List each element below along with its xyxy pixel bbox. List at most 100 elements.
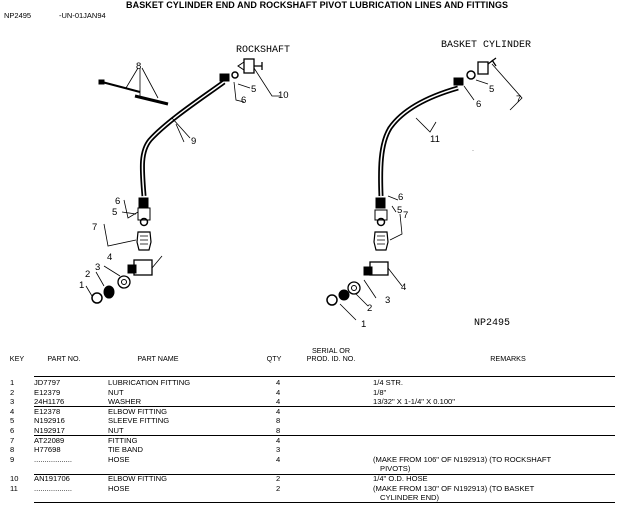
left-elbow-assembly-drawing xyxy=(85,255,163,304)
callout-3-left: 3 xyxy=(95,262,100,273)
left-hose-drawing xyxy=(139,79,226,197)
cell-part-name: ELBOW FITTING xyxy=(108,474,168,483)
cell-key: 1 xyxy=(10,378,15,387)
cell-part-name: NUT xyxy=(108,387,124,397)
cell-remarks-continued: PIVOTS) xyxy=(380,464,411,474)
cell-remarks: 1/8" xyxy=(373,387,387,397)
header-qty: QTY xyxy=(266,354,282,363)
callout-3-right: 3 xyxy=(385,295,390,306)
cell-part-no: H77698 xyxy=(34,445,61,455)
callout-5-left-top: 5 xyxy=(251,84,256,95)
stray-mark: · xyxy=(472,148,474,154)
right-hose-drawing xyxy=(378,85,459,197)
cell-part-name: TIE BAND xyxy=(108,445,144,455)
cell-qty: 4 xyxy=(276,378,281,387)
cell-key: 8 xyxy=(10,445,15,455)
header-remarks: REMARKS xyxy=(490,354,526,363)
cell-key: 5 xyxy=(10,416,15,426)
cell-part-no: N192917 xyxy=(34,426,65,435)
tie-band-drawing xyxy=(98,67,169,106)
right-lower-fittings-drawing xyxy=(373,195,403,251)
callout-7-left: 7 xyxy=(92,222,97,233)
cell-part-name: HOSE xyxy=(108,483,130,493)
callout-6-left-bottom: 6 xyxy=(115,196,120,207)
cell-part-no: E12378 xyxy=(34,406,61,416)
cell-qty: 2 xyxy=(276,474,281,483)
cell-key: 2 xyxy=(10,387,15,397)
document-date-code: -UN-01JAN94 xyxy=(59,11,106,20)
cell-part-name: ELBOW FITTING xyxy=(108,406,168,416)
callout-2-right: 2 xyxy=(367,303,372,314)
callout-4-left: 4 xyxy=(107,252,112,263)
cell-part-name: FITTING xyxy=(108,435,138,445)
callout-2-left: 2 xyxy=(85,269,90,280)
callout-6-right-bottom: 6 xyxy=(398,192,403,203)
cell-key: 4 xyxy=(10,406,15,416)
cell-remarks: 13/32" X 1-1/4" X 0.100" xyxy=(373,397,455,407)
group-divider xyxy=(34,435,615,437)
group-divider xyxy=(34,406,615,408)
cell-part-no: JD7797 xyxy=(34,378,61,387)
cell-part-no: 24H1176 xyxy=(34,397,65,407)
cell-part-no: AT22089 xyxy=(34,435,65,445)
right-elbow-fitting-drawing xyxy=(415,57,523,133)
cell-remarks: 1/4 STR. xyxy=(373,378,403,387)
header-part-no: PART NO. xyxy=(47,354,81,363)
header-serial-line1: SERIAL OR xyxy=(311,346,351,355)
header-serial-line2: PROD. ID. NO. xyxy=(306,354,356,363)
cell-remarks: 1/4" O.D. HOSE xyxy=(373,474,428,483)
cell-part-name: SLEEVE FITTING xyxy=(108,416,170,426)
callout-4-right: 4 xyxy=(401,282,406,293)
cell-qty: 8 xyxy=(276,426,281,435)
header-part-name: PART NAME xyxy=(137,354,179,363)
left-elbow-fitting-drawing xyxy=(219,58,263,82)
cell-qty: 3 xyxy=(276,445,281,455)
cell-part-name: LUBRICATION FITTING xyxy=(108,378,191,387)
callout-5-left-bottom: 5 xyxy=(112,207,117,218)
page-title: BASKET CYLINDER END AND ROCKSHAFT PIVOT … xyxy=(126,0,509,10)
cell-key: 9 xyxy=(10,454,15,464)
cell-part-no: AN191706 xyxy=(34,474,70,483)
cell-qty: 4 xyxy=(276,454,281,464)
cell-key: 10 xyxy=(10,474,19,483)
cell-qty: 8 xyxy=(276,416,281,426)
callout-6-right-top: 6 xyxy=(476,99,481,110)
callout-1-right: 1 xyxy=(361,319,366,330)
cell-part-name: NUT xyxy=(108,426,124,435)
callout-10: 10 xyxy=(278,90,289,101)
cell-qty: 2 xyxy=(276,483,281,493)
cell-key: 3 xyxy=(10,397,15,407)
cell-qty: 4 xyxy=(276,387,281,397)
figure-id: NP2495 xyxy=(474,318,510,329)
cell-qty: 4 xyxy=(276,435,281,445)
cell-key: 6 xyxy=(10,426,15,435)
cell-qty: 4 xyxy=(276,397,281,407)
group-divider xyxy=(34,502,615,504)
cell-key: 11 xyxy=(10,483,18,493)
cell-remarks-continued: CYLINDER END) xyxy=(380,493,440,503)
callout-1-left: 1 xyxy=(79,280,84,291)
rockshaft-caption: ROCKSHAFT xyxy=(236,45,290,56)
table-header-divider xyxy=(34,376,615,377)
callout-7-right-bottom: 7 xyxy=(403,210,408,221)
header-key: KEY xyxy=(9,354,25,363)
group-divider xyxy=(34,473,615,475)
cell-part-no: N192916 xyxy=(34,416,65,426)
parts-illustration: ROCKSHAFT BASKET CYLINDER NP2495 8 5 6 1… xyxy=(79,40,531,330)
cell-qty: 4 xyxy=(276,406,281,416)
basket-cylinder-caption: BASKET CYLINDER xyxy=(441,40,531,51)
cell-part-name: WASHER xyxy=(108,397,142,407)
callout-6-left-top: 6 xyxy=(241,95,246,106)
callout-8: 8 xyxy=(136,61,141,72)
cell-part-no: E12379 xyxy=(34,387,61,397)
cell-key: 7 xyxy=(10,435,15,445)
callout-7-right-top: 7 xyxy=(516,94,521,105)
left-lower-fittings-drawing xyxy=(103,197,152,251)
cell-part-name: HOSE xyxy=(108,454,130,464)
cell-part-no: .................. xyxy=(34,454,72,464)
right-elbow-assembly-drawing xyxy=(326,261,403,321)
callout-11: 11 xyxy=(430,134,440,145)
cell-remarks: (MAKE FROM 106" OF N192913) (TO ROCKSHAF… xyxy=(373,454,552,464)
cell-part-no: .................. xyxy=(34,483,72,493)
document-id: NP2495 xyxy=(4,11,32,20)
